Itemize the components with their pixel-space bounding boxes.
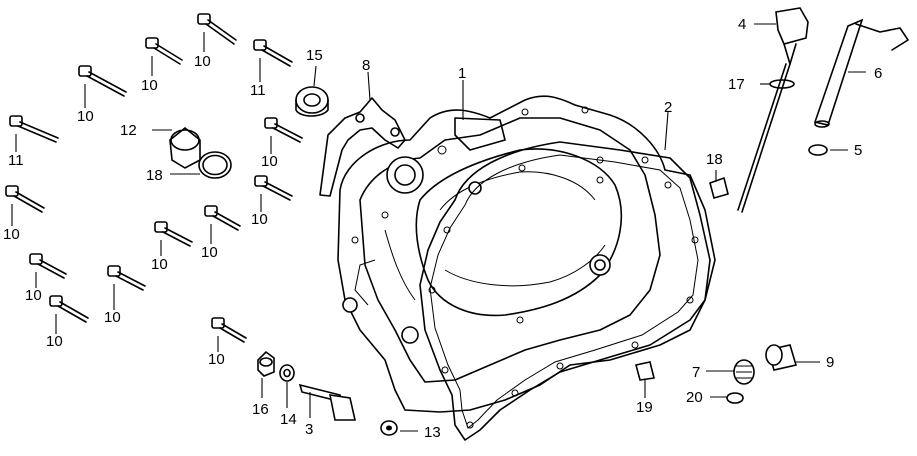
label-bolt: 10 [194,53,211,70]
clip-20 [726,392,744,404]
spring-7 [733,359,755,385]
washer-14 [279,364,295,382]
bolt-icon [204,205,241,231]
label-gasket: 2 [664,99,672,116]
dowel-18 [709,176,729,199]
label-bracket: 8 [362,57,370,74]
label-lever-arm: 6 [874,65,882,82]
label-bolt: 10 [251,211,268,228]
label-dowel-19: 19 [636,399,653,416]
bolt-icon [154,221,193,247]
label-bolt: 10 [77,108,94,125]
washer-13 [380,420,398,436]
label-plug: 9 [826,354,834,371]
bolt-icon [29,253,67,279]
bolt-icon [49,295,89,323]
leader-lines [11,23,866,432]
label-bearing: 15 [306,47,323,64]
callout-labels: 1 2 3 4 5 6 7 8 9 12 13 14 15 16 17 18 1… [3,16,882,441]
bolt-icon [197,13,237,45]
label-bolt: 10 [141,77,158,94]
label-dipstick: 4 [738,16,746,33]
bolt-icon [253,39,293,67]
label-bolt: 10 [201,244,218,261]
label-bolt: 10 [208,351,225,368]
bolt-icon [107,265,146,291]
bolt-icon [9,115,59,143]
shaft-3 [298,383,357,421]
bolt-icon [211,317,247,343]
label-bolt: 10 [151,256,168,273]
oil-dipstick [737,7,809,213]
label-bolt: 11 [250,82,266,99]
label-shaft: 3 [305,421,313,438]
bearing-part [295,86,329,117]
label-spring: 7 [692,364,700,381]
kick-lever-arm [813,18,909,128]
label-seal: 12 [120,122,137,139]
bolt-icon [145,37,183,65]
plug-9 [765,344,798,371]
bolt-icon [5,185,45,213]
label-washer-13: 13 [424,424,441,441]
label-bolt: 11 [8,152,24,169]
clutch-bracket [319,97,406,197]
oring-5 [808,144,828,156]
label-bolt: 10 [104,309,121,326]
label-washer-14: 14 [280,411,297,428]
label-bolt: 10 [46,333,63,350]
label-dowel-18: 18 [706,151,723,168]
bolt-icon [254,175,293,201]
label-bolt: 10 [25,287,42,304]
nut-16 [257,350,275,377]
label-nut-16: 16 [252,401,269,418]
label-cover: 1 [458,65,466,82]
label-bolt: 10 [261,153,278,170]
label-clip-20: 20 [686,389,703,406]
label-oring-small: 5 [854,142,862,159]
crankcase-cover [337,95,716,413]
seal-and-oring [169,126,232,179]
bolt-icon [78,65,127,97]
dowel-19 [635,361,655,381]
bolt-icon [264,117,303,143]
cover-gasket [419,141,711,441]
label-bolt: 10 [3,226,20,243]
label-oring-17: 17 [728,76,745,93]
label-oring-18: 18 [146,167,163,184]
